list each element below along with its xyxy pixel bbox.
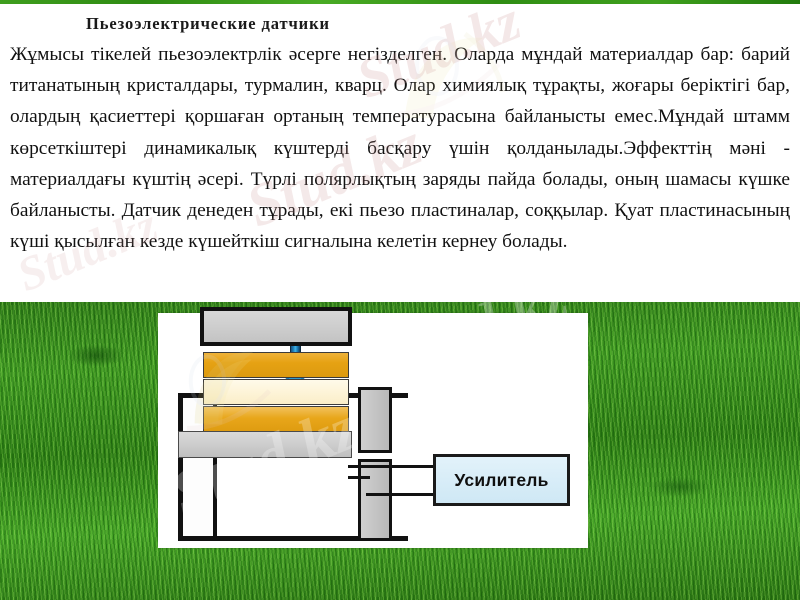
amplifier-label: Усилитель [454,469,549,490]
housing-left-bar [178,393,183,541]
wire-stub [348,476,370,479]
amplifier-box: Усилитель [433,454,570,506]
piezo-sensor-diagram: Усилитель [158,307,588,548]
wire-upper [348,465,478,468]
insulating-plate-middle [203,379,349,405]
text-region: Пьезоэлектрические датчики Жұмысы тікеле… [0,4,800,302]
housing-bottom-bar [178,536,408,541]
bottom-metal-plate [178,431,352,458]
piezo-plate-lower [203,406,349,433]
wire-lower [366,493,478,496]
top-metal-plate [200,307,352,346]
electrode-upper [358,387,392,453]
top-green-strip [0,0,800,4]
page-title: Пьезоэлектрические датчики [86,14,330,33]
electrode-lower [358,459,392,541]
diagram-panel: Усилитель [158,307,588,548]
body-paragraph: Жұмысы тікелей пьезоэлектрлік әсерге нег… [10,44,790,253]
piezo-plate-upper [203,352,349,378]
